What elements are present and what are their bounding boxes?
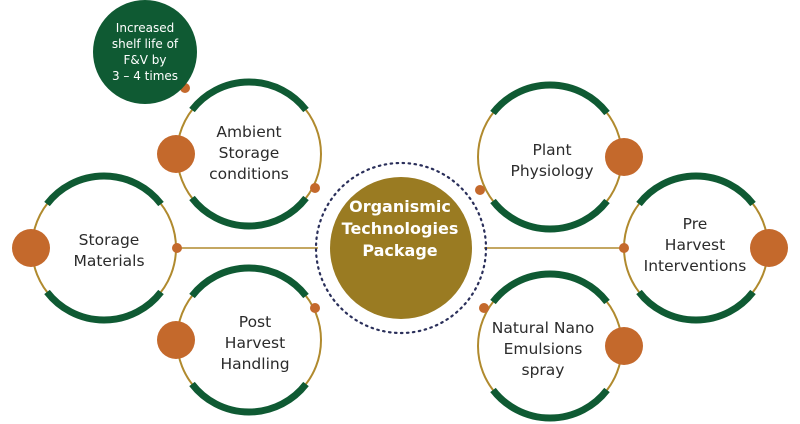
connector-dot [619,243,629,253]
label-pre-harvest: Pre Harvest Interventions [643,215,747,275]
accent-dot [12,229,50,267]
accent-dot [605,327,643,365]
center-disc [330,177,472,319]
accent-dot [157,321,195,359]
accent-dot [157,135,195,173]
connector-dot [479,303,489,313]
node-ambient-storage [157,78,322,230]
accent-dot [605,138,643,176]
label-storage-materials: Storage Materials [73,231,145,270]
shelf-life-badge [93,0,197,104]
connector-dot [475,185,485,195]
node-post-harvest [157,264,322,416]
label-plant-physiology: Plant Physiology [510,141,594,180]
label-ambient-storage: Ambient Storage conditions [209,123,289,183]
label-nano-emulsions: Natural Nano Emulsions spray [491,319,595,379]
node-pre-harvest [619,172,788,324]
shelf-life-badge-text: Increased shelf life of F&V by 3 – 4 tim… [111,21,179,83]
connector-dot [310,183,320,193]
node-storage-materials [12,172,182,324]
center-dotted-ring [314,161,488,335]
node-nano-emulsions [477,270,643,422]
connector-dot [310,303,320,313]
connector-dot [172,243,182,253]
center-title: Organismic Technologies Package [341,197,459,260]
label-post-harvest: Post Harvest Handling [220,313,290,373]
accent-dot [750,229,788,267]
node-plant-physiology [475,81,643,233]
